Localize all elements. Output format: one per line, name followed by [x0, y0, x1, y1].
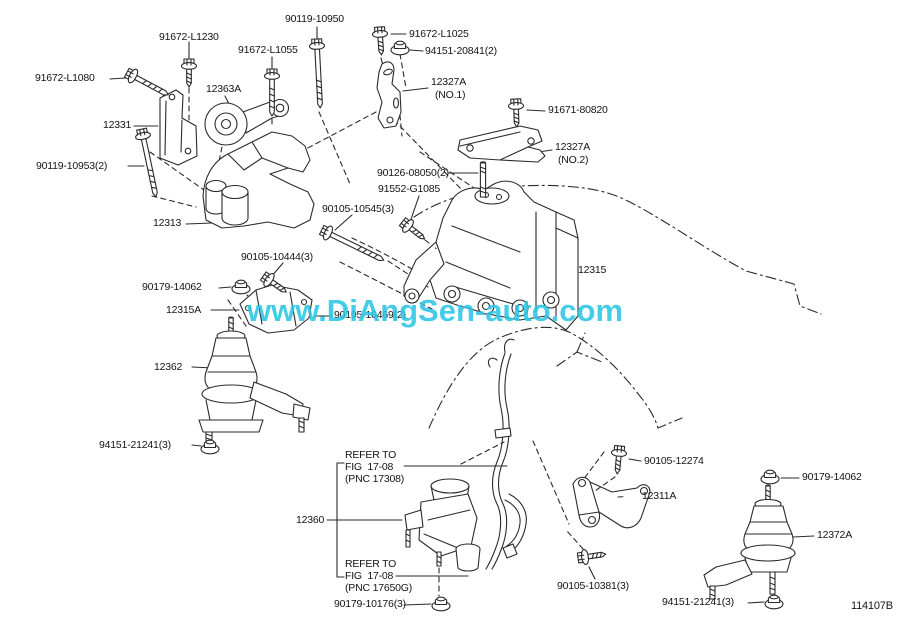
part-label-91672-L1055: 91672-L1055	[238, 44, 298, 56]
bracket-12313	[202, 131, 315, 229]
part-label-12362: 12362	[154, 361, 183, 373]
part-label-12327A-no1-sub: (NO.1)	[435, 89, 466, 101]
bracket-12331	[159, 89, 198, 166]
part-label-90119-10950: 90119-10950	[285, 13, 344, 25]
nut-94151-21241-left	[200, 439, 220, 455]
refer-note-1-line-1: REFER TO	[345, 449, 397, 461]
part-label-12331: 12331	[103, 119, 132, 131]
bolt-91672-L1230	[180, 58, 198, 88]
mount-12372A	[703, 484, 796, 600]
part-label-12363A: 12363A	[206, 83, 242, 95]
part-label-12311A: 12311A	[642, 490, 677, 502]
part-label-91672-L1230: 91672-L1230	[159, 31, 219, 43]
bracket-12327A-no1	[376, 61, 402, 129]
mount-12362	[198, 316, 311, 442]
part-label-91672-L1080: 91672-L1080	[35, 72, 95, 84]
stud-90126-08050	[479, 161, 487, 198]
bolt-90105-12274	[609, 444, 628, 476]
watermark: www.DiAngSen-auto.com	[247, 293, 624, 328]
bolt-91672-L1025	[371, 25, 390, 57]
part-label-90119-10953: 90119-10953(2)	[36, 160, 108, 172]
part-label-90126-08050: 90126-08050(2)	[377, 167, 449, 179]
diagram-code: 114107B	[851, 600, 893, 612]
part-label-90105-10444: 90105-10444(3)	[241, 251, 313, 263]
assembly-12360	[404, 338, 527, 572]
leader-lines	[109, 26, 815, 606]
refer-note-2-line-3: (PNC 17650G)	[345, 582, 413, 594]
bolt-90119-10953	[133, 127, 164, 199]
part-label-94151-21241-left: 94151-21241(3)	[99, 439, 171, 451]
bracket-12311A	[572, 476, 651, 529]
part-label-12360: 12360	[296, 514, 325, 526]
nut-90179-14062-right	[760, 469, 780, 485]
nut-90179-14062-left	[231, 279, 251, 295]
part-label-90105-10545: 90105-10545(3)	[322, 203, 394, 215]
refer-note-1-line-3: (PNC 17308)	[345, 473, 405, 485]
bolt-90105-10381	[576, 546, 608, 566]
bracket-12315	[403, 180, 579, 331]
bracket-12327A-no2	[457, 125, 546, 163]
part-label-12315A: 12315A	[166, 304, 202, 316]
nut-90179-10176	[431, 596, 451, 612]
part-label-94151-21241-right: 94151-21241(3)	[662, 596, 734, 608]
part-label-12313: 12313	[153, 217, 182, 229]
bracket-12315A	[239, 284, 313, 334]
bolt-90105-10545	[317, 222, 388, 268]
part-label-90179-14062-right: 90179-14062	[802, 471, 862, 483]
nut-94151-21241-right	[764, 594, 784, 610]
part-label-90179-14062-left: 90179-14062	[142, 281, 202, 293]
part-label-12327A-no2: 12327A	[555, 141, 591, 153]
part-label-91672-L1025: 91672-L1025	[409, 28, 469, 40]
part-label-90105-10469: 90105-10469(2)	[334, 309, 406, 321]
torque-rod-12363A	[204, 98, 290, 146]
part-label-91552-G1085: 91552-G1085	[378, 183, 441, 195]
part-label-90179-10176: 90179-10176(3)	[334, 598, 406, 610]
refer-note-2-line-2: FIG 17-08	[345, 570, 394, 582]
part-label-12327A-no1: 12327A	[431, 76, 467, 88]
part-label-91671-80820: 91671-80820	[548, 104, 608, 116]
refer-note-2-line-1: REFER TO	[345, 558, 397, 570]
bolt-91552-G1085	[397, 215, 430, 246]
nut-94151-20841	[390, 40, 410, 56]
bolt-90119-10950	[308, 38, 329, 109]
bolt-91671-80820	[507, 98, 525, 128]
refer-note-1-line-2: FIG 17-08	[345, 461, 394, 473]
part-label-12372A: 12372A	[817, 529, 853, 541]
part-label-12315: 12315	[578, 264, 607, 276]
part-label-90105-12274: 90105-12274	[644, 455, 704, 467]
part-label-90105-10381: 90105-10381(3)	[557, 580, 629, 592]
part-label-12327A-no2-sub: (NO.2)	[558, 154, 589, 166]
part-label-94151-20841: 94151-20841(2)	[425, 45, 497, 57]
